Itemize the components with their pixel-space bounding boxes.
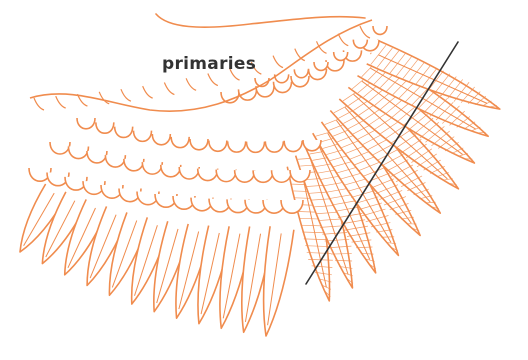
median-covert (161, 165, 181, 177)
marginal-covert (186, 78, 196, 90)
marginal-covert (208, 74, 218, 86)
primaries-label: primaries (162, 54, 256, 74)
marginal-covert (164, 83, 174, 95)
median-covert (272, 170, 292, 182)
alula (294, 69, 308, 77)
alula (314, 62, 328, 70)
median-covert (235, 170, 255, 182)
lesser-covert (265, 141, 283, 152)
lesser-covert (228, 141, 246, 152)
alula (334, 52, 348, 60)
primary-covert (326, 60, 344, 71)
marginal-covert (143, 86, 153, 98)
lesser-covert (115, 127, 133, 138)
marginal-covert (338, 34, 348, 46)
leading-edge (156, 14, 365, 27)
lesser-covert (96, 122, 114, 133)
median-covert (198, 169, 218, 181)
marginal-covert (99, 92, 109, 104)
median-covert (105, 155, 125, 167)
wing-outline (20, 14, 500, 336)
marginal-covert (273, 56, 283, 68)
lesser-covert (209, 140, 227, 151)
marginal-covert (56, 96, 66, 108)
median-covert (87, 151, 107, 163)
alula (373, 26, 387, 34)
lesser-covert (171, 137, 189, 148)
median-covert (142, 162, 162, 174)
marginal-covert (121, 89, 131, 101)
marginal-covert (360, 26, 370, 38)
lesser-covert (77, 118, 95, 129)
median-covert (50, 142, 70, 154)
primary-covert (256, 86, 274, 97)
lesser-covert (247, 142, 265, 153)
lesser-covert (284, 141, 302, 152)
alula (353, 40, 367, 48)
lesser-covert (190, 139, 208, 150)
median-covert (68, 147, 88, 159)
median-covert (179, 167, 199, 179)
marginal-covert (34, 98, 44, 110)
lesser-covert (134, 131, 152, 142)
lesser-covert (152, 134, 170, 145)
median-covert (253, 170, 273, 182)
median-covert (124, 159, 144, 171)
median-covert (216, 170, 236, 182)
